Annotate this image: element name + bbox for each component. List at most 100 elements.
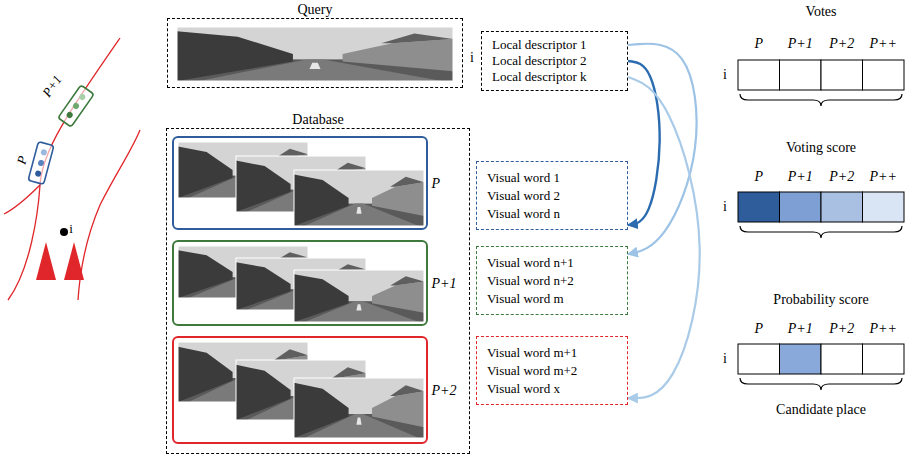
image-frame [294, 270, 424, 322]
column-header: P [754, 169, 763, 185]
image-roof [274, 349, 308, 360]
box-heading: P [432, 174, 441, 191]
road-line [4, 185, 40, 214]
word-box: Visual word 1Visual word 2Visual word n [476, 161, 628, 230]
database-box: PP+1P+2Database [166, 128, 470, 454]
table-title: Probability score [773, 292, 868, 308]
frame-dot [40, 149, 47, 156]
image-roof [390, 276, 424, 285]
column-header: P++ [870, 36, 897, 52]
box-line: Visual word m+1 [487, 344, 577, 362]
image-roof [390, 385, 424, 396]
image-roof [390, 177, 424, 187]
camera-symbol [64, 242, 84, 280]
connector-arrow [628, 61, 660, 225]
box-line: Visual word x [487, 380, 560, 398]
table-title: Voting score [786, 140, 856, 156]
place-box [58, 85, 94, 127]
image-road [304, 301, 418, 322]
image-frame [294, 170, 424, 226]
street-image [294, 270, 424, 322]
table-cell [821, 344, 863, 374]
box-line: Visual word 1 [487, 169, 560, 187]
brace [740, 378, 902, 390]
connector-arrow [628, 44, 697, 255]
image-lane-mark [309, 63, 320, 69]
table-cell [738, 192, 780, 222]
road-line [78, 130, 140, 300]
column-header: P [754, 36, 763, 52]
row-header: i [723, 351, 727, 367]
table-title: Votes [806, 4, 837, 20]
table-cell [780, 344, 822, 374]
descriptor-box: Local descriptor 1Local descriptor 2Loca… [481, 31, 628, 91]
road-line [8, 38, 120, 300]
frame-dot [37, 159, 44, 166]
votes-table [738, 60, 904, 90]
query-label: i [69, 221, 73, 236]
brace [740, 226, 902, 238]
row-header: i [723, 67, 727, 83]
query-dot [60, 228, 68, 236]
image-sky [177, 27, 453, 81]
table-cell [738, 60, 780, 90]
frame-dot [72, 102, 80, 110]
place-label: P+1 [39, 72, 65, 100]
table-cell [863, 60, 905, 90]
place-box: P+1 [172, 240, 428, 326]
column-header: P++ [870, 169, 897, 185]
box-line: Visual word m [487, 290, 564, 308]
image-road [304, 204, 418, 226]
frame-dot [34, 170, 41, 177]
table-cell [738, 344, 780, 374]
place-box: P+2 [172, 336, 428, 444]
image-lane-mark [356, 207, 361, 214]
place-marker [28, 142, 54, 185]
probability-table [738, 344, 904, 374]
image-roof [381, 33, 453, 43]
box-heading: P+1 [432, 274, 457, 291]
frame-dot [78, 93, 86, 101]
table-cell [863, 192, 905, 222]
place-marker [58, 85, 94, 127]
voting-table [738, 192, 904, 222]
image-sky [294, 270, 424, 322]
column-header: P+2 [829, 36, 854, 52]
row-header: i [723, 199, 727, 215]
box-line: Visual word n [487, 205, 560, 223]
place-box [28, 142, 54, 185]
column-header: P+2 [829, 321, 854, 337]
box-heading: Query [168, 1, 462, 18]
query-box: Query [167, 18, 463, 88]
box-line: Visual word 2 [487, 187, 560, 205]
street-image [294, 378, 424, 438]
brace [740, 94, 902, 106]
connector-arrow [628, 77, 700, 398]
camera-images [177, 27, 453, 438]
frame-dot [66, 111, 74, 119]
box-line: Visual word m+2 [487, 362, 577, 380]
table-cell [780, 192, 822, 222]
box-line: Local descriptor 1 [492, 37, 587, 53]
image-sky [294, 170, 424, 226]
box-line: Local descriptor 2 [492, 53, 587, 69]
column-header: P [754, 321, 763, 337]
word-box: Visual word n+1Visual word n+2Visual wor… [476, 246, 628, 315]
box-heading: Database [167, 111, 469, 128]
image-lane-mark [356, 418, 361, 425]
image-frame [177, 27, 453, 81]
image-sky [294, 378, 424, 438]
place-label: P [14, 154, 31, 166]
image-roof [332, 367, 366, 378]
camera-symbol [36, 242, 56, 280]
image-road [304, 414, 418, 438]
column-header: P++ [870, 321, 897, 337]
table-cell [821, 60, 863, 90]
query-label: i [470, 50, 474, 66]
column-header: P+1 [788, 321, 813, 337]
box-line: Local descriptor k [492, 69, 587, 85]
image-road [199, 59, 442, 81]
box-line: Visual word n+2 [487, 272, 574, 290]
image-frame [294, 378, 424, 438]
